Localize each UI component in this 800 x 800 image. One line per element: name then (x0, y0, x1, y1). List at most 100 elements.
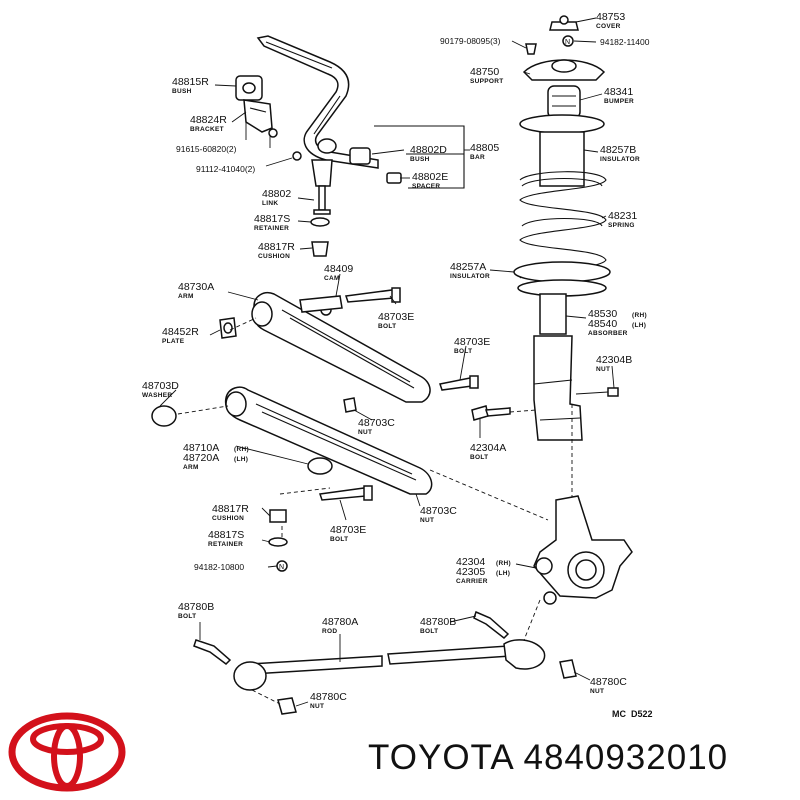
callout-48703C-a-name: NUT (358, 429, 372, 436)
callout-48802-name: LINK (262, 200, 278, 207)
callout-48780C-b-name: NUT (310, 703, 324, 710)
callout-48817S-top-name: RETAINER (254, 225, 289, 232)
callout-48780B-b-name: BOLT (420, 628, 438, 635)
callout-48802D-name: BUSH (410, 156, 430, 163)
toyota-logo-icon (8, 712, 126, 792)
callout-48703C-b-num: 48703C (420, 505, 457, 517)
callout-48753-name: COVER (596, 23, 621, 30)
callout-90179-num: 90179-08095(3) (440, 36, 501, 46)
callout-48753-num: 48753 (596, 11, 625, 23)
callout-48341-name: BUMPER (604, 98, 634, 105)
callout-48703C-a-num: 48703C (358, 417, 395, 429)
callout-42304A-name: BOLT (470, 454, 488, 461)
callout-48720A-name: ARM (183, 464, 199, 471)
stabilizer-bar-drawing (235, 35, 465, 257)
callout-48817R-bot-num: 48817R (212, 503, 249, 515)
callout-48409-num: 48409 (324, 263, 353, 275)
callout-48703E-c-name: BOLT (330, 536, 348, 543)
callout-48703C-b-name: NUT (420, 517, 434, 524)
callout-48530-name: ABSORBER (588, 330, 628, 337)
callout-48824R-name: BRACKET (190, 126, 224, 133)
callout-48530-rh: (RH) (632, 312, 647, 319)
upper-arm-drawing (219, 287, 479, 413)
callout-48817S-bot-name: RETAINER (208, 541, 243, 548)
callout-48703E-c-num: 48703E (330, 524, 366, 536)
callout-42304-rh: (RH) (496, 560, 511, 567)
callout-48815R-name: BUSH (172, 88, 192, 95)
callout-48780C-b-num: 48780C (310, 691, 347, 703)
carrier-drawing (533, 495, 633, 605)
callout-48452R-num: 48452R (162, 326, 199, 338)
callout-48817S-top-num: 48817S (254, 213, 290, 225)
callout-48257A-num: 48257A (450, 261, 486, 273)
callout-48730A-num: 48730A (178, 281, 214, 293)
callout-48730A-name: ARM (178, 293, 194, 300)
callout-48805-num: 48805 (470, 142, 499, 154)
callout-48817R-top-num: 48817R (258, 241, 295, 253)
callout-48257B-num: 48257B (600, 144, 636, 156)
callout-48540-num: 48540 (588, 318, 617, 330)
callout-48815R-num: 48815R (172, 76, 209, 88)
callout-48703E-b-name: BOLT (454, 348, 472, 355)
callout-48750-name: SUPPORT (470, 78, 504, 85)
callout-42305-num: 42305 (456, 566, 485, 578)
callout-48780A-name: ROD (322, 628, 337, 635)
callout-94182a-num: 94182-11400 (600, 37, 650, 47)
callout-48530-num: 48530 (588, 308, 617, 320)
callout-48817R-bot-name: CUSHION (212, 515, 244, 522)
callout-42304B-num: 42304B (596, 354, 632, 366)
callout-42304A-num: 42304A (470, 442, 506, 454)
callouts: 48753 COVER 90179-08095(3) 94182-11400 4… (142, 11, 653, 719)
callout-48703E-a-name: BOLT (378, 323, 396, 330)
brand-name: TOYOTA (368, 738, 513, 777)
callout-48703D-num: 48703D (142, 380, 179, 392)
callout-42304B-name: NUT (596, 366, 610, 373)
svg-text:N: N (565, 39, 570, 46)
callout-48780C-a-name: NUT (590, 688, 604, 695)
callout-48720A-num: 48720A (183, 452, 219, 464)
diagram-code: MC D522 (612, 709, 653, 719)
callout-91615-num: 91615-60820(2) (176, 144, 237, 154)
callout-48231-num: 48231 (608, 210, 637, 222)
callout-48824R-num: 48824R (190, 114, 227, 126)
callout-48780B-a-num: 48780B (178, 601, 214, 613)
lower-arm-drawing: N (151, 386, 549, 572)
callout-48720A-lh: (LH) (234, 456, 248, 463)
callout-94182b-num: 94182-10800 (194, 562, 244, 572)
callout-48710A-num: 48710A (183, 442, 219, 454)
callout-48817S-bot-num: 48817S (208, 529, 244, 541)
callout-48802D-num: 48802D (410, 144, 447, 156)
callout-48257B-name: INSULATOR (600, 156, 640, 163)
callout-48780B-a-name: BOLT (178, 613, 196, 620)
rear-rod-drawing (193, 599, 577, 715)
callout-48409-name: CAM (324, 275, 340, 282)
callout-42304-num: 42304 (456, 556, 485, 568)
brand-part-title: TOYOTA 4840932010 (368, 738, 728, 778)
callout-42305-name: CARRIER (456, 578, 488, 585)
callout-48703E-a-num: 48703E (378, 311, 414, 323)
callout-48780A-num: 48780A (322, 616, 358, 628)
callout-91112-num: 91112-41040(2) (196, 164, 255, 174)
callout-48703D-name: WASHER (142, 392, 172, 399)
callout-48780B-b-num: 48780B (420, 616, 456, 628)
callout-48341-num: 48341 (604, 86, 633, 98)
svg-text:N: N (279, 564, 284, 571)
callout-48710A-rh: (RH) (234, 446, 249, 453)
leader-lines (159, 17, 615, 707)
strut-assembly-drawing: N (471, 15, 619, 520)
callout-48780C-a-num: 48780C (590, 676, 627, 688)
callout-48257A-name: INSULATOR (450, 273, 490, 280)
callout-42305-lh: (LH) (496, 570, 510, 577)
part-number: 4840932010 (523, 738, 729, 777)
callout-48802E-name: SPACER (412, 183, 440, 190)
callout-48231-name: SPRING (608, 222, 635, 229)
callout-48703E-b-num: 48703E (454, 336, 490, 348)
callout-48817R-top-name: CUSHION (258, 253, 290, 260)
callout-48750-num: 48750 (470, 66, 499, 78)
callout-48452R-name: PLATE (162, 338, 185, 345)
callout-48802E-num: 48802E (412, 171, 448, 183)
callout-48540-lh: (LH) (632, 322, 646, 329)
callout-48802-num: 48802 (262, 188, 291, 200)
callout-48805-name: BAR (470, 154, 485, 161)
